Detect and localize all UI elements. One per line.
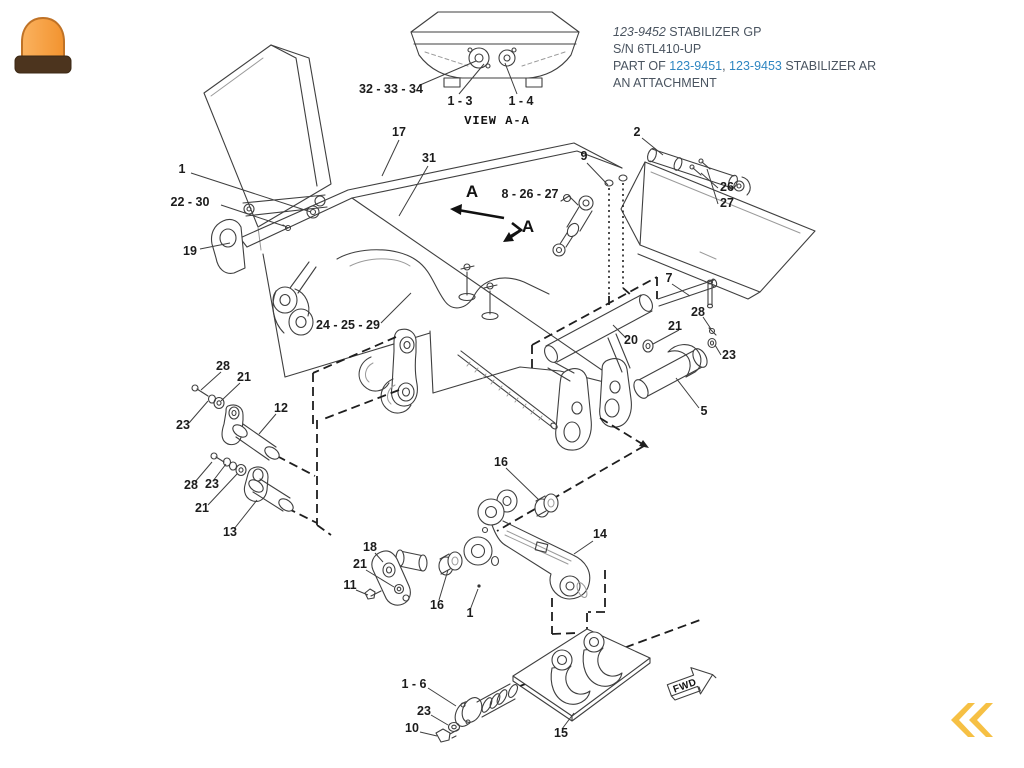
callout-27[interactable]: 27 (720, 196, 734, 210)
callout-10[interactable]: 10 (405, 721, 419, 735)
section-arrows: A A (450, 182, 534, 242)
callout-23[interactable]: 23 (722, 348, 736, 362)
assembly-axes (276, 183, 701, 687)
lever-assembly (463, 489, 591, 600)
callout-24-25-29[interactable]: 24 - 25 - 29 (316, 318, 380, 332)
callout-32-33-34[interactable]: 32 - 33 - 34 (359, 82, 423, 96)
callout-15[interactable]: 15 (554, 726, 568, 740)
view-label: VIEW A-A (464, 114, 530, 128)
callout-22-30[interactable]: 22 - 30 (171, 195, 210, 209)
callout-19[interactable]: 19 (183, 244, 197, 258)
pin-group (531, 276, 718, 399)
leader-lines (188, 137, 722, 737)
callout-31[interactable]: 31 (422, 151, 436, 165)
callout-13[interactable]: 13 (223, 525, 237, 539)
part-link-1[interactable]: 123-9451 (669, 59, 723, 73)
callout-23[interactable]: 23 (417, 704, 431, 718)
long-rod (457, 350, 558, 430)
callout-1-4[interactable]: 1 - 4 (508, 94, 533, 108)
callout-26[interactable]: 26 (720, 180, 734, 194)
fwd-arrow: FWD (666, 667, 717, 701)
callout-8-26-27[interactable]: 8 - 26 - 27 (502, 187, 559, 201)
callout-9[interactable]: 9 (581, 149, 588, 163)
warning-beacon-icon (14, 16, 72, 74)
side-pins (191, 384, 294, 512)
callout-20[interactable]: 20 (624, 333, 638, 347)
callout-21[interactable]: 21 (237, 370, 251, 384)
callout-1-6[interactable]: 1 - 6 (401, 677, 426, 691)
callout-18[interactable]: 18 (363, 540, 377, 554)
callout-21[interactable]: 21 (668, 319, 682, 333)
callout-12[interactable]: 12 (274, 401, 288, 415)
callout-16[interactable]: 16 (430, 598, 444, 612)
section-label-bottom: A (522, 217, 534, 236)
callout-28[interactable]: 28 (184, 478, 198, 492)
double-chevron-left-icon[interactable] (951, 703, 993, 737)
view-aa-drawing (360, 11, 580, 95)
part-link-2[interactable]: 123-9453 (729, 59, 782, 73)
bushings (438, 493, 559, 576)
stabilizer-flap (203, 44, 332, 251)
callout-1[interactable]: 1 (467, 606, 474, 620)
callout-11[interactable]: 11 (343, 578, 356, 592)
part-of-line: PART OF 123-9451, 123-9453 STABILIZER AR (613, 59, 877, 73)
callout-14[interactable]: 14 (593, 527, 607, 541)
callout-16[interactable]: 16 (494, 455, 508, 469)
callout-2[interactable]: 2 (634, 125, 641, 139)
callout-1-3[interactable]: 1 - 3 (447, 94, 472, 108)
section-label-top: A (466, 182, 478, 201)
diagram-header: 123-9452 STABILIZER GP S/N 6TL410-UP PAR… (613, 24, 876, 92)
foot-plate (435, 628, 651, 743)
header-title-line: 123-9452 STABILIZER GP (613, 25, 762, 39)
callout-28[interactable]: 28 (216, 359, 230, 373)
callout-23[interactable]: 23 (205, 477, 219, 491)
callout-1[interactable]: 1 (179, 162, 186, 176)
pivot-bracket (364, 549, 481, 606)
attachment-line: AN ATTACHMENT (613, 76, 717, 90)
link-cylinder (552, 174, 628, 257)
frame-weldment (239, 142, 632, 451)
callout-28[interactable]: 28 (691, 305, 705, 319)
stabilizer-pad (620, 147, 816, 300)
serial-line: S/N 6TL410-UP (613, 42, 702, 56)
hinge-bracket (210, 218, 317, 336)
callout-5[interactable]: 5 (701, 404, 708, 418)
callout-21[interactable]: 21 (353, 557, 367, 571)
callout-17[interactable]: 17 (392, 125, 406, 139)
callout-23[interactable]: 23 (176, 418, 190, 432)
callout-7[interactable]: 7 (666, 271, 673, 285)
part-number: 123-9452 (613, 25, 666, 39)
callout-21[interactable]: 21 (195, 501, 209, 515)
